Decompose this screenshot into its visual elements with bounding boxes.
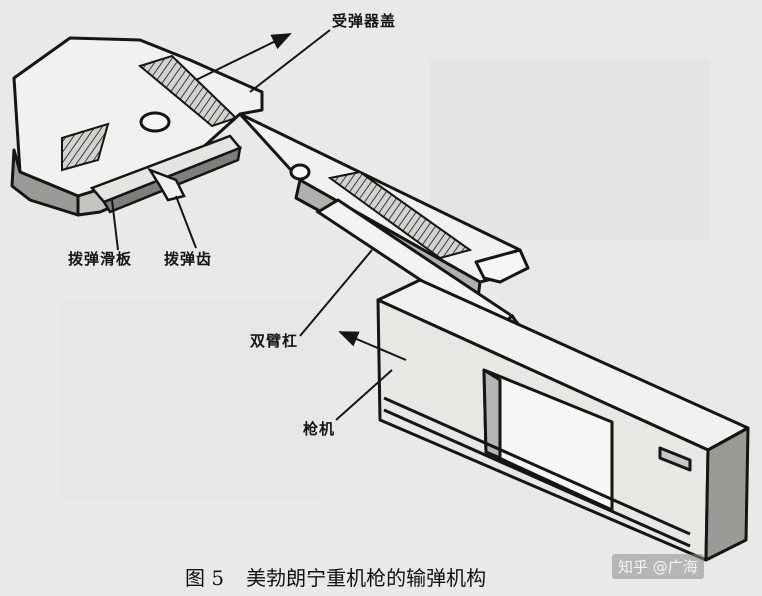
figure-title: 美勃朗宁重机枪的输弹机构 (246, 566, 487, 590)
leader-lines (111, 29, 407, 421)
paper-texture (60, 60, 710, 500)
watermark: 知乎 @广海 (612, 554, 704, 579)
bolt (376, 278, 750, 562)
bolt-arrow (338, 331, 407, 361)
label-double-arm-lever: 双臂杠 (250, 332, 299, 350)
cover-arrow (195, 33, 292, 81)
label-bolt: 枪机 (303, 420, 336, 438)
pawl-leader (175, 195, 197, 249)
label-extractor-slide: 拨弹滑板 (68, 250, 133, 268)
cover-section-hatching (61, 54, 473, 260)
cover-leader (249, 29, 331, 93)
figure-caption: 图 5 美勃朗宁重机枪的输弹机构 (185, 562, 508, 591)
figure-number: 图 5 (185, 566, 225, 590)
bolt-leader (335, 369, 393, 421)
label-receiver-cover: 受弹器盖 (332, 12, 397, 30)
label-feed-pawl: 拨弹齿 (164, 250, 213, 268)
slide-leader (111, 199, 119, 251)
lever-leader (299, 249, 373, 337)
